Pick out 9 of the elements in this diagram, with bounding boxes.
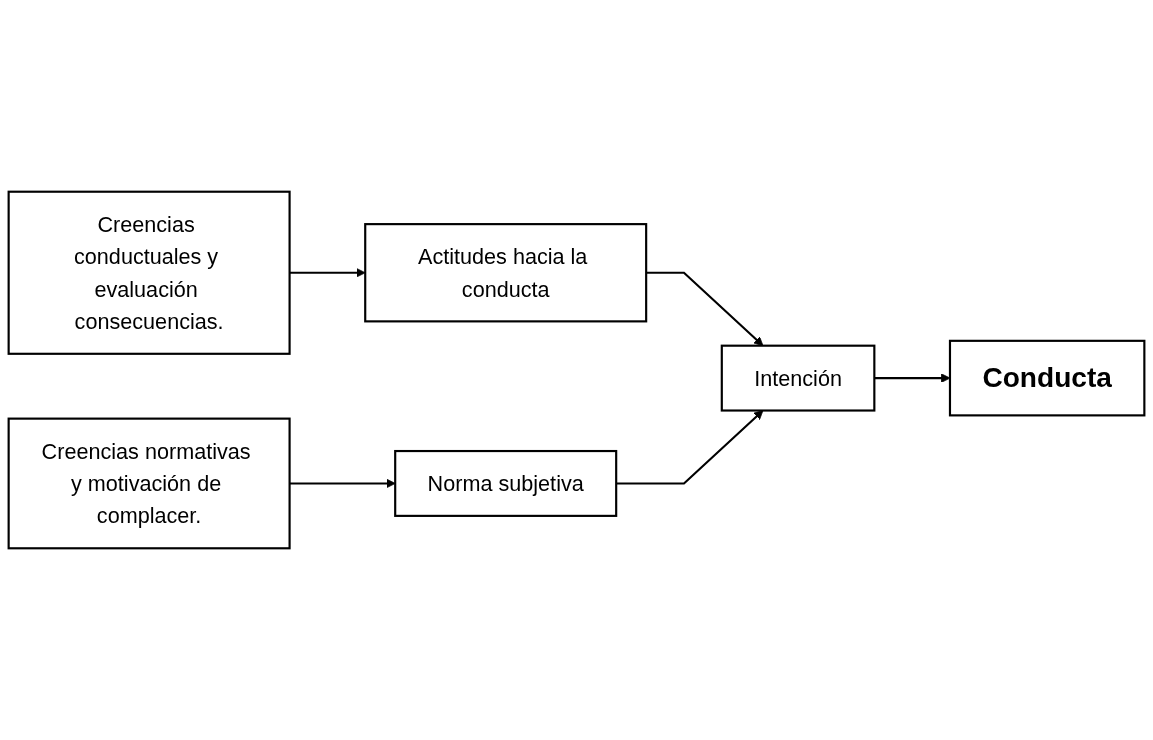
arrow: [616, 410, 764, 485]
node-box: Norma subjetiva: [394, 449, 618, 517]
node-box: Actitudes hacia la conducta: [364, 223, 648, 323]
node-box: Creencias conductuales y evaluación consecuencias.: [7, 190, 291, 355]
arrow: [289, 268, 366, 278]
arrow: [289, 478, 396, 489]
node-box: Intención: [720, 344, 876, 412]
node-box: Creencias normativas y motivación de complacer.: [7, 417, 291, 550]
node-box: Conducta: [948, 339, 1146, 417]
